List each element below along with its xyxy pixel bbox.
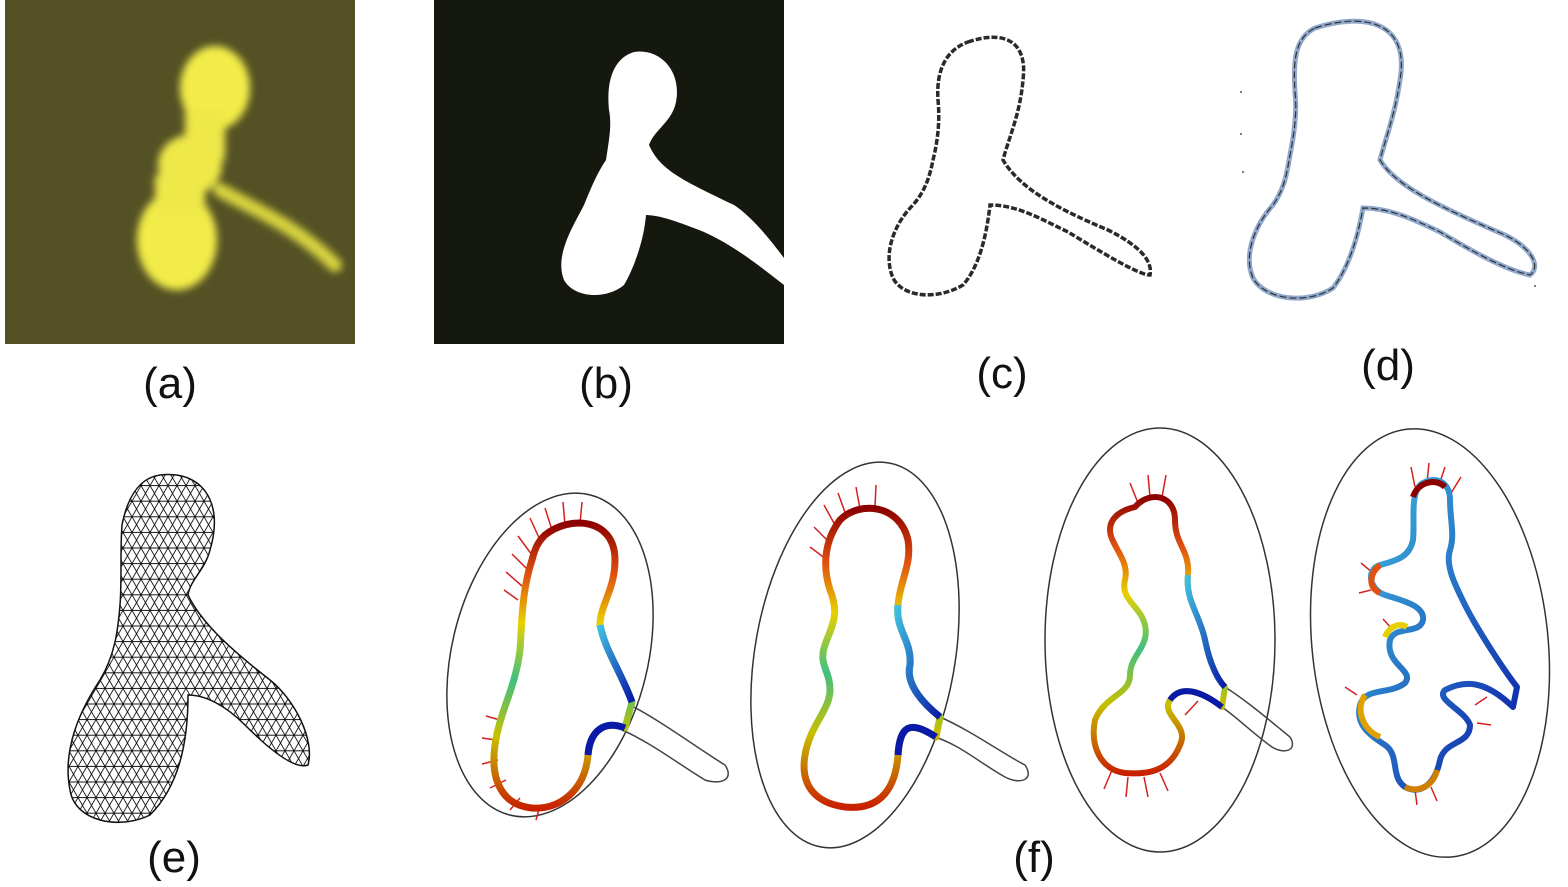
label-d: (d) [1361, 341, 1415, 390]
label-b: (b) [579, 359, 633, 408]
label-f: (f) [1013, 833, 1055, 882]
panel-f-stage-3 [1040, 425, 1310, 865]
panel-f-stage-4 [1305, 425, 1560, 870]
panel-d-boundary-elements [1235, 0, 1555, 344]
panel-f-stage-1 [440, 480, 740, 850]
panel-a-fluorescence-image [5, 0, 355, 344]
panel-b-binary-mask [434, 0, 784, 344]
panel-f-stage-2 [750, 455, 1050, 865]
panel-e-triangular-mesh [60, 470, 320, 830]
label-a: (a) [143, 359, 197, 408]
label-c: (c) [976, 349, 1028, 398]
panel-c-contour [868, 0, 1168, 344]
label-e: (e) [147, 833, 201, 882]
